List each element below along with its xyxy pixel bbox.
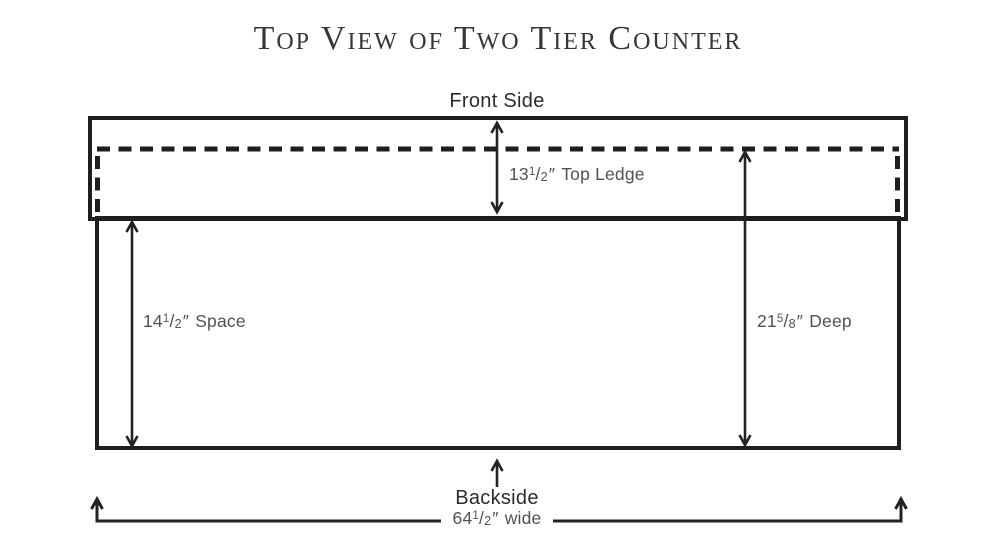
dim-fraction-numerator: 1 xyxy=(528,166,536,179)
dim-fraction-slash: / xyxy=(535,164,541,184)
dim-fraction-numerator: 1 xyxy=(162,313,170,326)
backside-label: Backside xyxy=(455,487,539,509)
dim-fraction-slash: / xyxy=(169,311,175,331)
dim-text: Deep xyxy=(809,311,852,331)
dimension-label-top-ledge: 131/2″Top Ledge xyxy=(509,164,645,184)
dim-unit: ″ xyxy=(796,311,804,331)
page-title: Top View of Two Tier Counter xyxy=(253,20,743,57)
dim-fraction-slash: / xyxy=(783,311,789,331)
dim-fraction-slash: / xyxy=(479,508,485,528)
dim-fraction-denominator: 2 xyxy=(174,316,182,331)
dim-text: Top Ledge xyxy=(561,164,645,184)
dim-fraction-denominator: 2 xyxy=(484,513,492,528)
dim-unit: ″ xyxy=(492,508,499,528)
dim-whole: 21 xyxy=(757,311,777,331)
dim-text: Space xyxy=(195,311,246,331)
backside-pointer-arrow xyxy=(490,458,504,487)
dim-whole: 64 xyxy=(452,508,473,528)
front-side-label: Front Side xyxy=(449,90,545,112)
counter-top-ledge-rect xyxy=(88,116,908,221)
dim-whole: 13 xyxy=(509,164,529,184)
counter-base-rect xyxy=(95,216,901,450)
dim-fraction-numerator: 5 xyxy=(776,313,784,326)
dim-fraction-denominator: 8 xyxy=(788,316,796,331)
dim-whole: 14 xyxy=(143,311,163,331)
dim-unit: ″ xyxy=(182,311,190,331)
dim-unit: ″ xyxy=(548,164,556,184)
dimension-label-space: 141/2″Space xyxy=(143,311,246,331)
dimension-label-deep: 215/8″Deep xyxy=(757,311,852,331)
dim-fraction-numerator: 1 xyxy=(472,510,480,523)
dim-text: wide xyxy=(504,508,542,528)
dim-fraction-denominator: 2 xyxy=(540,169,548,184)
dimension-label-overall-width: 641/2″wide xyxy=(452,508,542,528)
